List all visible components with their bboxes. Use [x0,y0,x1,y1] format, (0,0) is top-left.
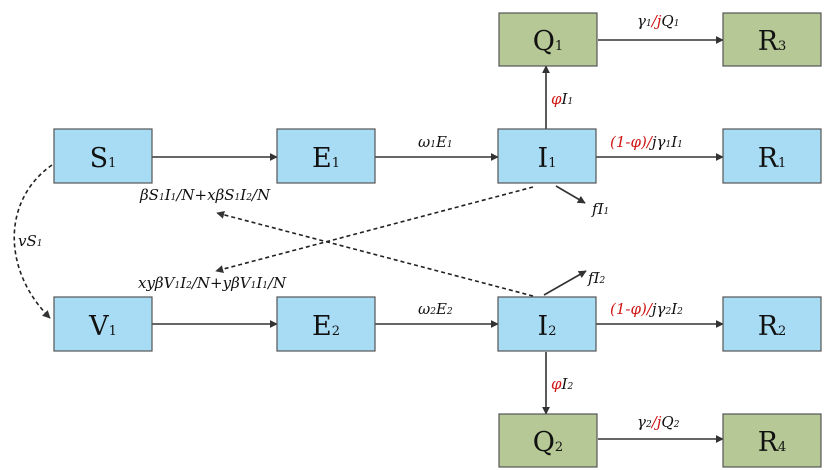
svg-text:R2: R2 [758,311,787,342]
node-i1: I1 [497,128,597,184]
label-i1-death: fI1 [591,200,609,218]
node-r3: R3 [722,12,822,67]
label-e1-i1: ω1E1 [418,133,453,151]
label-s1-infection: βS1I1/N+xβS1I2/N [139,186,271,204]
node-r4: R4 [722,413,822,468]
node-e2: E2 [276,296,376,352]
svg-text:E1: E1 [312,143,340,174]
node-s1: S1 [53,128,153,184]
edge-s1-v1-vaccination [13,164,53,319]
node-r1: R1 [722,128,822,184]
node-i2: I2 [497,296,597,352]
label-i2-q2: φI2 [551,375,573,393]
label-i2-death: fI2 [587,269,606,287]
node-e1: E1 [276,128,376,184]
node-r2: R2 [722,296,822,352]
svg-text:I2: I2 [538,311,557,342]
label-i1-r1: (1-φ)/jγ1I1 [610,133,683,151]
label-q1-r3: γ1/jQ1 [637,12,679,30]
label-q2-r4: γ2/jQ2 [637,413,680,431]
svg-text:V1: V1 [88,311,117,342]
svg-text:R4: R4 [758,427,787,458]
node-q2: Q2 [498,413,598,468]
svg-text:E2: E2 [312,311,340,342]
label-i1-q1: φI1 [551,90,573,108]
edge-i1-death [555,185,586,204]
svg-text:R3: R3 [758,26,787,57]
edge-i2-infects-s1 [216,210,534,297]
svg-text:R1: R1 [758,143,787,174]
svg-text:I1: I1 [538,143,557,174]
edge-i1-infects-v1 [215,186,534,274]
node-v1: V1 [53,296,153,352]
svg-text:Q2: Q2 [533,427,563,458]
svg-text:S1: S1 [90,143,117,174]
edge-i2-death [543,270,587,296]
label-v1-infection: xyβV1I2/N+yβV1I1/N [138,274,287,292]
svg-text:Q1: Q1 [533,26,563,57]
label-s1-vaccination: vS1 [18,232,42,250]
node-q1: Q1 [498,12,598,67]
label-i2-r2: (1-φ)/jγ2I2 [610,300,683,318]
label-e2-i2: ω2E2 [418,300,453,318]
